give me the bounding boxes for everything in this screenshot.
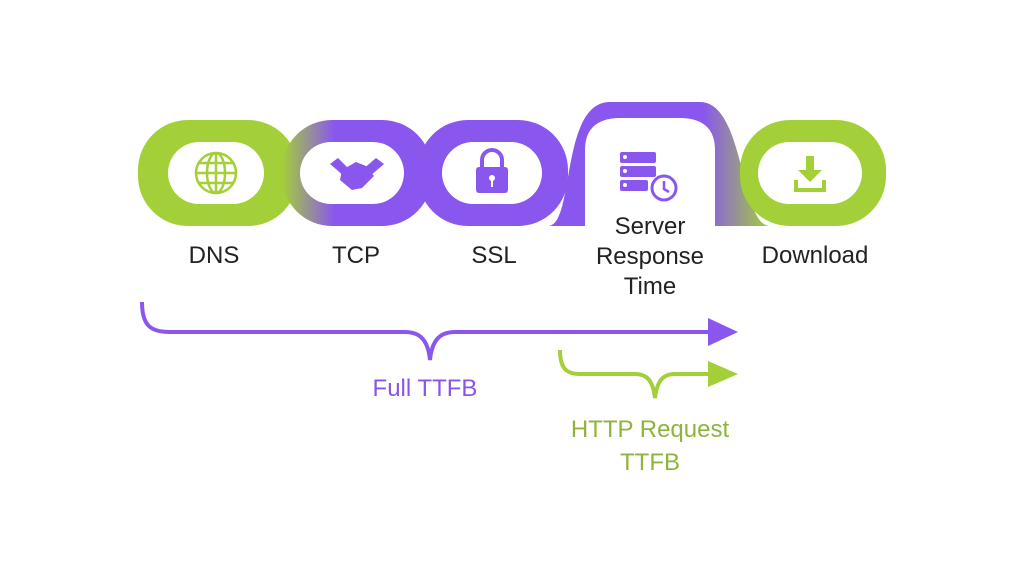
label-line: Time: [623, 273, 677, 300]
stage-label-dns: DNS: [188, 242, 240, 269]
lock-icon: [476, 148, 508, 193]
server-clock-icon: [620, 152, 678, 202]
full-ttfb-arrowhead: [708, 318, 738, 346]
label-line: Response: [595, 243, 705, 270]
handshake-icon: [330, 158, 384, 190]
full-ttfb-brace: [140, 301, 712, 361]
globe-icon: [194, 151, 238, 195]
full-ttfb-label: Full TTFB: [372, 375, 478, 402]
label-line: Server: [614, 213, 686, 240]
stage-label-ssl: SSL: [471, 242, 517, 269]
http-request-ttfb-label: HTTP Request TTFB: [571, 413, 729, 479]
http-ttfb-arrowhead: [708, 361, 738, 387]
label-line: TTFB: [619, 449, 680, 476]
label-line: HTTP Request: [570, 416, 730, 443]
stage-label-tcp: TCP: [332, 242, 380, 269]
stage-label-download: Download: [761, 242, 869, 269]
http-ttfb-brace: [558, 349, 712, 399]
stage-label-server-response-time: Server Response Time: [596, 212, 704, 302]
download-icon: [794, 156, 826, 192]
